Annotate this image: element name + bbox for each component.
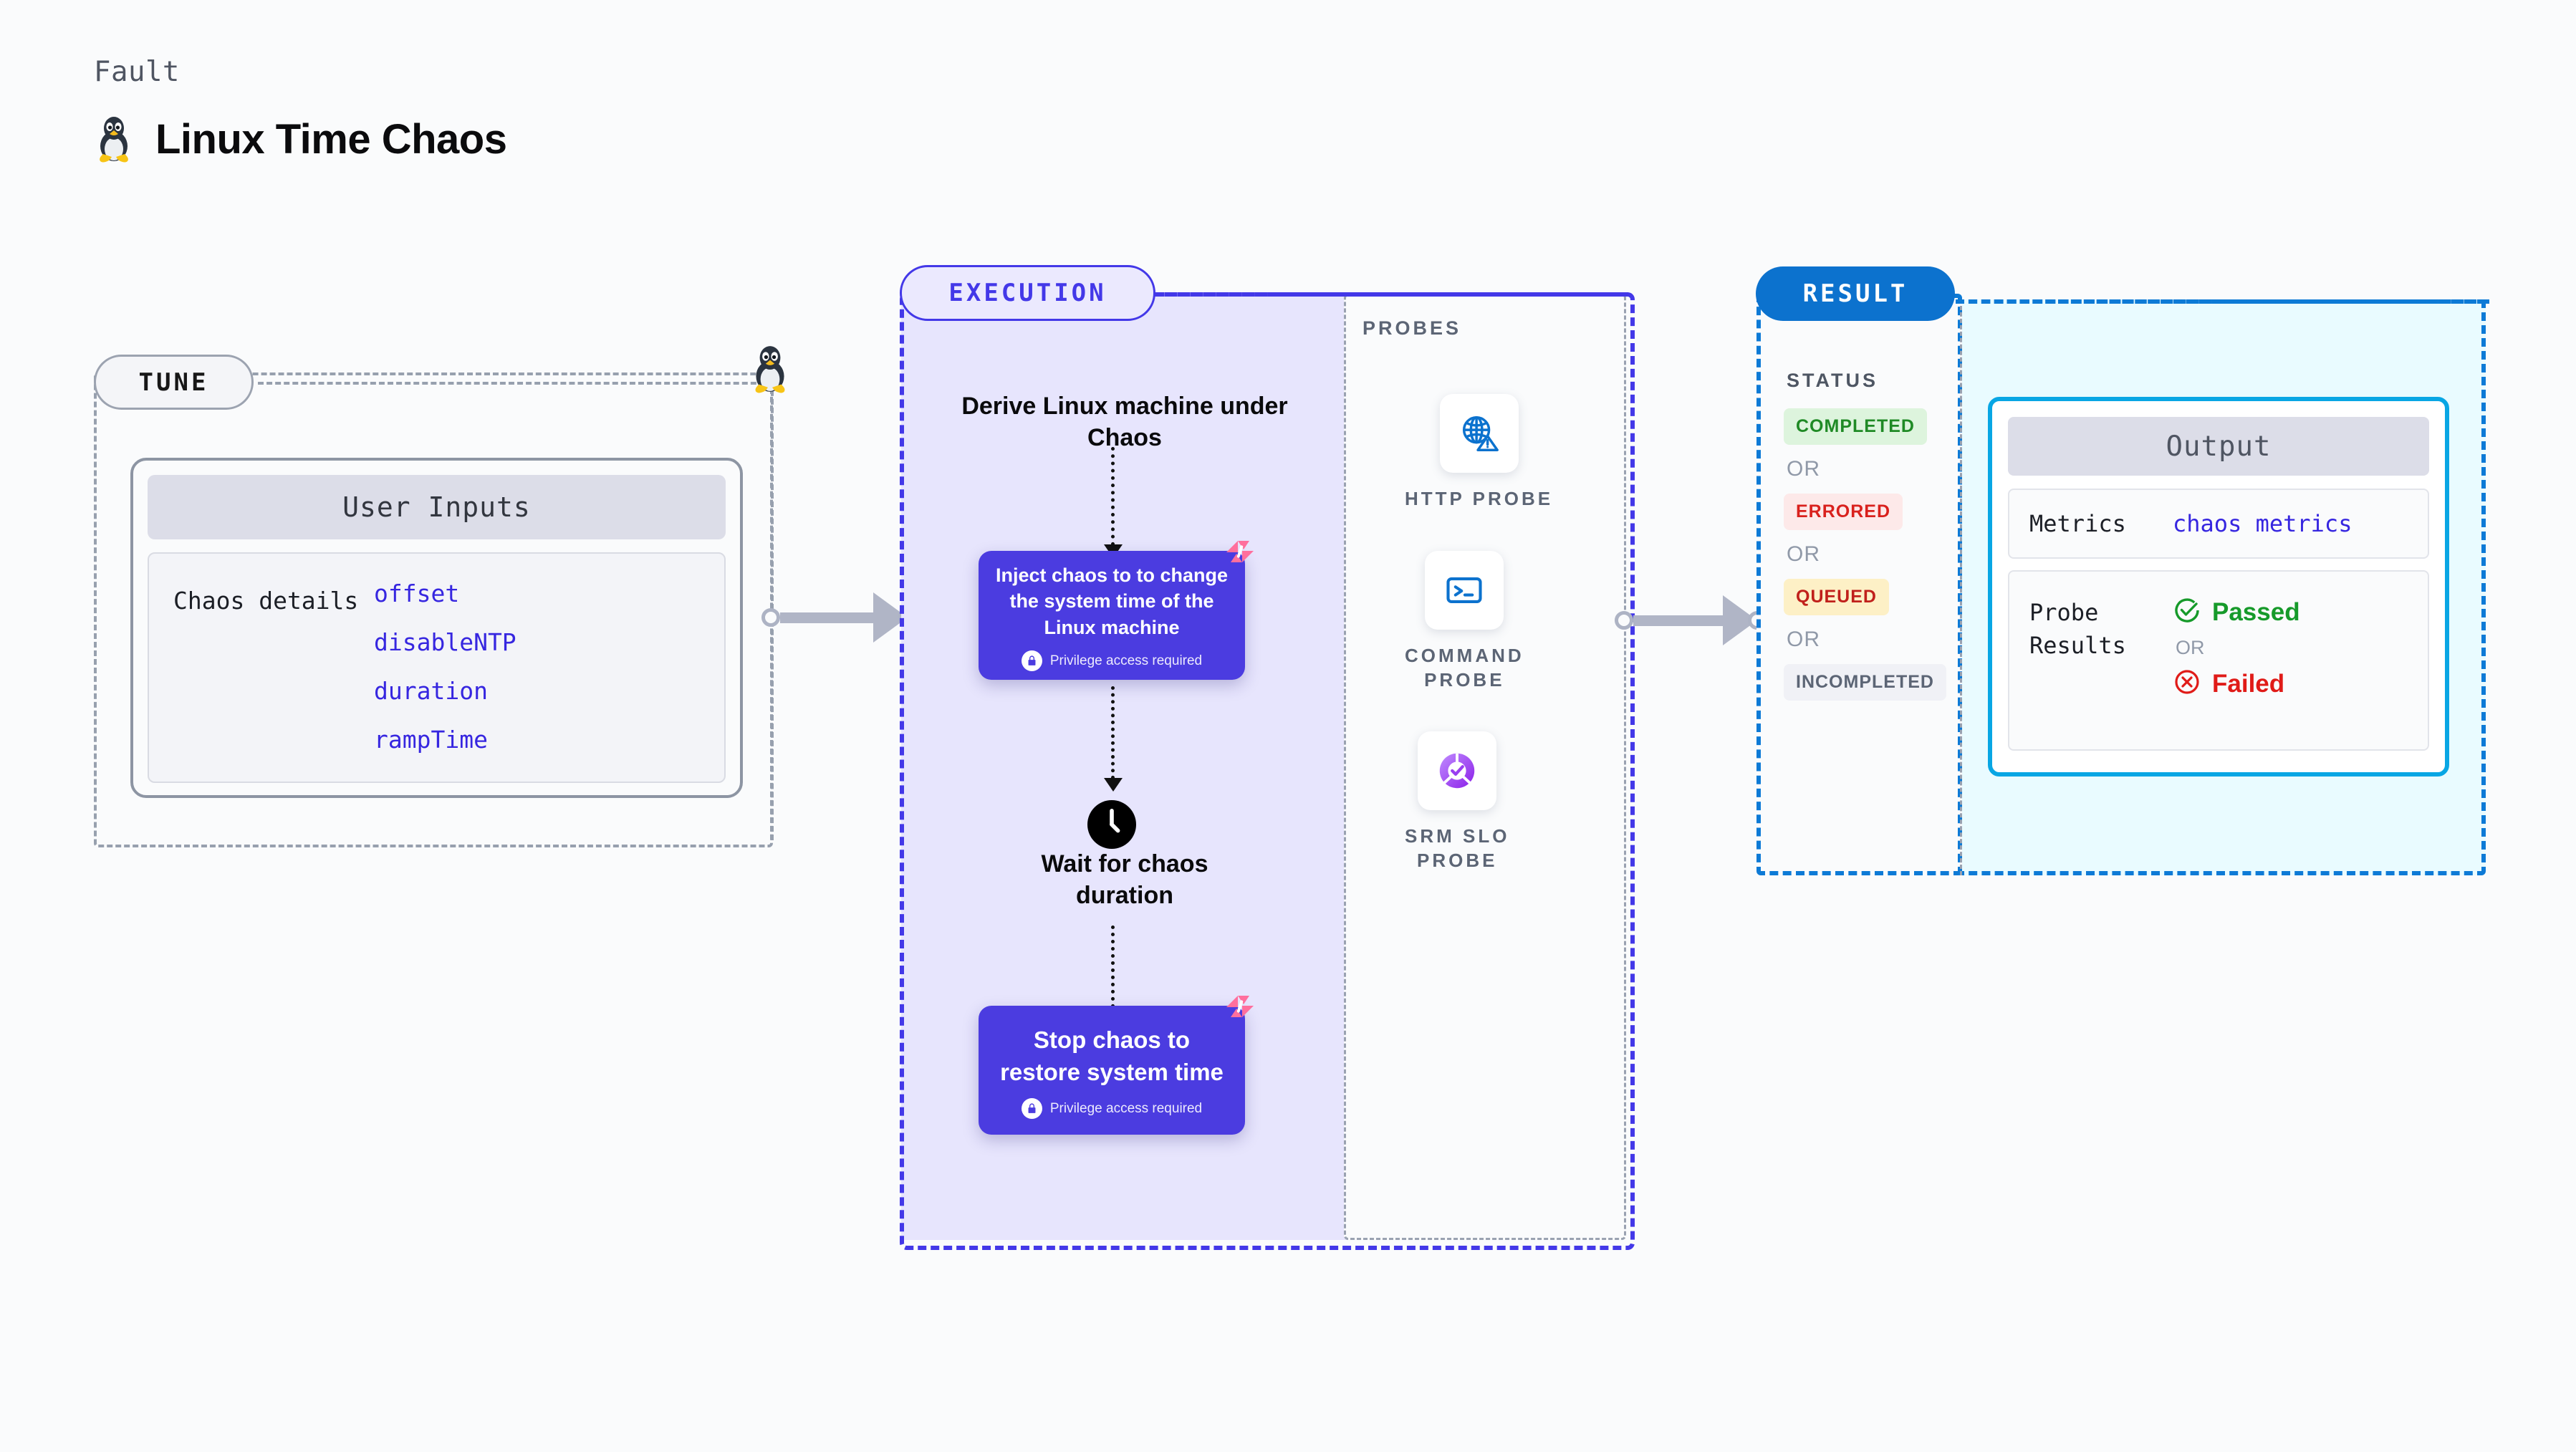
chaos-details-body: Chaos details offset disableNTP duration… bbox=[148, 552, 726, 783]
probe-item-http[interactable]: HTTP PROBE bbox=[1405, 394, 1553, 511]
user-inputs-header: User Inputs bbox=[148, 475, 726, 539]
output-probe-results-row: Probe Results Passed OR bbox=[2008, 570, 2429, 751]
connector-bar bbox=[1633, 615, 1723, 626]
probe-result-or: OR bbox=[2176, 637, 2205, 658]
execution-chip-connector bbox=[1155, 292, 1628, 297]
chaos-field-duration[interactable]: duration bbox=[374, 677, 488, 705]
probe-item-command[interactable]: COMMAND PROBE bbox=[1405, 551, 1524, 693]
status-or-3: OR bbox=[1787, 628, 1820, 651]
probe-item-command-label: COMMAND PROBE bbox=[1405, 645, 1524, 691]
output-card: Output Metrics chaos metrics Probe Resul… bbox=[1988, 397, 2449, 777]
output-metrics-row: Metrics chaos metrics bbox=[2008, 489, 2429, 559]
execution-step-wait-label: Wait for chaos duration bbox=[1041, 850, 1208, 910]
probe-result-passed-label: Passed bbox=[2212, 597, 2300, 626]
flow-arrow-2-icon bbox=[1104, 686, 1123, 792]
connector-start-dot bbox=[1615, 611, 1633, 630]
page-title-row: Linux Time Chaos bbox=[94, 115, 507, 163]
probe-item-http-label: HTTP PROBE bbox=[1405, 488, 1554, 509]
tune-connector-horizontal bbox=[258, 382, 774, 385]
execution-step-inject-card[interactable]: Inject chaos to to change the system tim… bbox=[979, 541, 1254, 680]
fault-kicker-label: Fault bbox=[94, 56, 180, 88]
probes-section-label: PROBES bbox=[1363, 317, 1462, 339]
result-chip-connector bbox=[1956, 299, 2489, 304]
connector-start-dot bbox=[761, 608, 780, 627]
terminal-icon bbox=[1425, 551, 1504, 630]
globe-warning-icon bbox=[1439, 394, 1519, 473]
chaos-details-label: Chaos details bbox=[173, 587, 359, 615]
status-badge-queued: QUEUED bbox=[1784, 579, 1889, 615]
connector-execution-to-result bbox=[1615, 595, 1767, 645]
probe-item-srm-slo[interactable]: SRM SLO PROBE bbox=[1405, 731, 1509, 873]
output-card-header: Output bbox=[2008, 417, 2429, 476]
lock-icon bbox=[1021, 650, 1042, 672]
flow-arrow-1-icon bbox=[1104, 447, 1123, 558]
status-badge-errored: ERRORED bbox=[1784, 494, 1903, 530]
result-section-chip[interactable]: RESULT bbox=[1756, 266, 1955, 321]
x-circle-icon bbox=[2173, 668, 2201, 700]
check-circle-icon bbox=[2173, 596, 2201, 628]
status-badge-completed: COMPLETED bbox=[1784, 408, 1927, 445]
page-title: Linux Time Chaos bbox=[155, 115, 507, 163]
clock-icon bbox=[1086, 799, 1138, 854]
user-inputs-card: User Inputs Chaos details offset disable… bbox=[130, 458, 743, 798]
output-metrics-label: Metrics bbox=[2029, 510, 2126, 537]
probe-result-failed-label: Failed bbox=[2212, 669, 2285, 698]
probe-item-srm-slo-label: SRM SLO PROBE bbox=[1405, 825, 1510, 871]
execution-step-inject-label: Inject chaos to to change the system tim… bbox=[995, 564, 1229, 638]
connector-bar bbox=[780, 612, 873, 623]
probe-result-failed: Failed bbox=[2173, 668, 2300, 700]
linux-penguin-icon bbox=[94, 115, 134, 163]
chaos-details-field-list: offset disableNTP duration rampTime bbox=[374, 580, 516, 756]
probe-result-passed: Passed bbox=[2173, 596, 2300, 628]
lock-icon bbox=[1021, 1098, 1042, 1120]
tune-linux-penguin-icon bbox=[749, 344, 791, 394]
status-label: STATUS bbox=[1787, 370, 1878, 391]
chaos-field-offset[interactable]: offset bbox=[374, 580, 460, 607]
privilege-required-row: Privilege access required bbox=[1021, 1098, 1203, 1120]
connector-tune-to-execution bbox=[761, 592, 917, 643]
privilege-required-text: Privilege access required bbox=[1049, 1100, 1203, 1116]
privilege-required-text: Privilege access required bbox=[1049, 653, 1203, 668]
execution-step-stop-label: Stop chaos to restore system time bbox=[1000, 1026, 1224, 1085]
status-or-1: OR bbox=[1787, 457, 1820, 481]
execution-step-stop-card[interactable]: Stop chaos to restore system time Privil… bbox=[979, 996, 1254, 1135]
tune-section-chip[interactable]: TUNE bbox=[94, 355, 254, 410]
status-list: COMPLETED OR ERRORED OR QUEUED OR INCOMP… bbox=[1784, 408, 1946, 701]
execution-step-derive-label: Derive Linux machine under Chaos bbox=[961, 393, 1288, 452]
output-metrics-value[interactable]: chaos metrics bbox=[2173, 510, 2352, 537]
privilege-required-row: Privilege access required bbox=[1021, 650, 1203, 672]
chaos-field-disablentp[interactable]: disableNTP bbox=[374, 628, 516, 656]
harness-logo-icon bbox=[1224, 990, 1256, 1027]
result-section-divider bbox=[1960, 299, 1962, 875]
execution-section-chip[interactable]: EXECUTION bbox=[900, 265, 1155, 321]
harness-logo-icon bbox=[1224, 535, 1256, 572]
status-badge-incompleted: INCOMPLETED bbox=[1784, 664, 1946, 701]
chaos-field-ramptime[interactable]: rampTime bbox=[374, 726, 488, 754]
slo-donut-check-icon bbox=[1418, 731, 1497, 810]
output-probe-results-values: Passed OR Failed bbox=[2173, 596, 2300, 749]
status-or-2: OR bbox=[1787, 542, 1820, 566]
output-probe-results-label: Probe Results bbox=[2029, 599, 2126, 660]
